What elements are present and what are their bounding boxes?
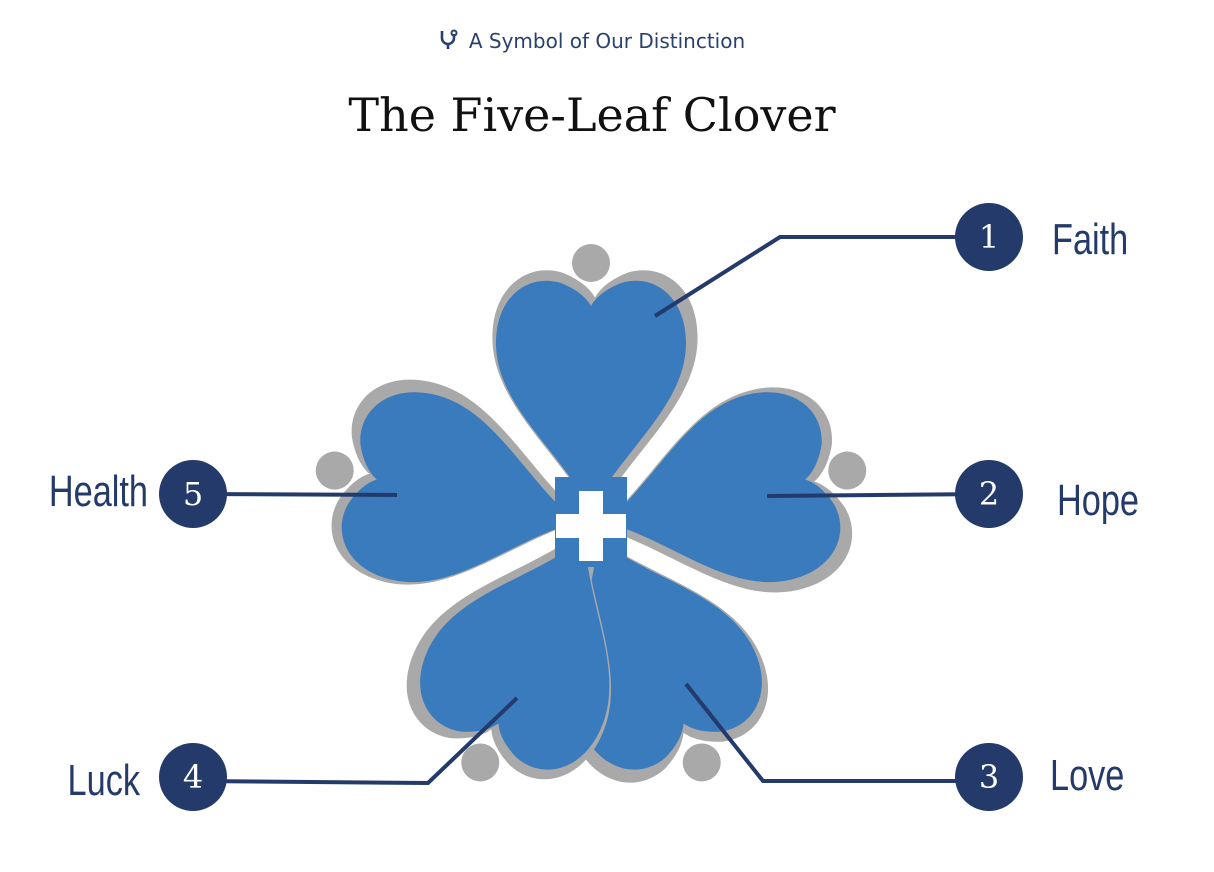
item-number: 2 <box>979 475 999 513</box>
stethoscope-icon <box>440 29 458 49</box>
item-number: 3 <box>979 758 999 796</box>
item-number: 4 <box>183 758 203 796</box>
dot <box>828 451 867 490</box>
item-label-love: Love <box>1050 751 1124 800</box>
callout-line <box>653 235 989 318</box>
leaf <box>492 244 698 519</box>
number-badge <box>955 460 1023 528</box>
dot <box>315 451 354 490</box>
leaf <box>576 375 867 629</box>
item-number: 5 <box>183 475 203 513</box>
callout-line <box>684 682 989 783</box>
subtitle-text: A Symbol of Our Distinction <box>468 29 746 53</box>
number-badge <box>159 743 227 811</box>
dot <box>572 244 610 282</box>
callout-line <box>192 492 398 497</box>
dot <box>461 743 500 782</box>
item-label-hope: Hope <box>1057 476 1139 525</box>
item-label-luck: Luck <box>68 756 141 805</box>
item-label-faith: Faith <box>1052 215 1128 264</box>
callout-line <box>192 696 519 786</box>
leaf <box>315 367 608 621</box>
leaf <box>496 488 789 801</box>
number-badge <box>955 743 1023 811</box>
callout-line <box>766 492 990 498</box>
item-label-health: Health <box>49 467 148 516</box>
page-title: The Five-Leaf Clover <box>348 88 836 142</box>
number-badge <box>955 203 1023 271</box>
clover <box>315 244 867 801</box>
subtitle: A Symbol of Our Distinction <box>0 29 1184 53</box>
item-number: 1 <box>979 218 999 256</box>
leaf <box>386 485 678 798</box>
number-badge <box>159 460 227 528</box>
dot <box>682 743 721 782</box>
